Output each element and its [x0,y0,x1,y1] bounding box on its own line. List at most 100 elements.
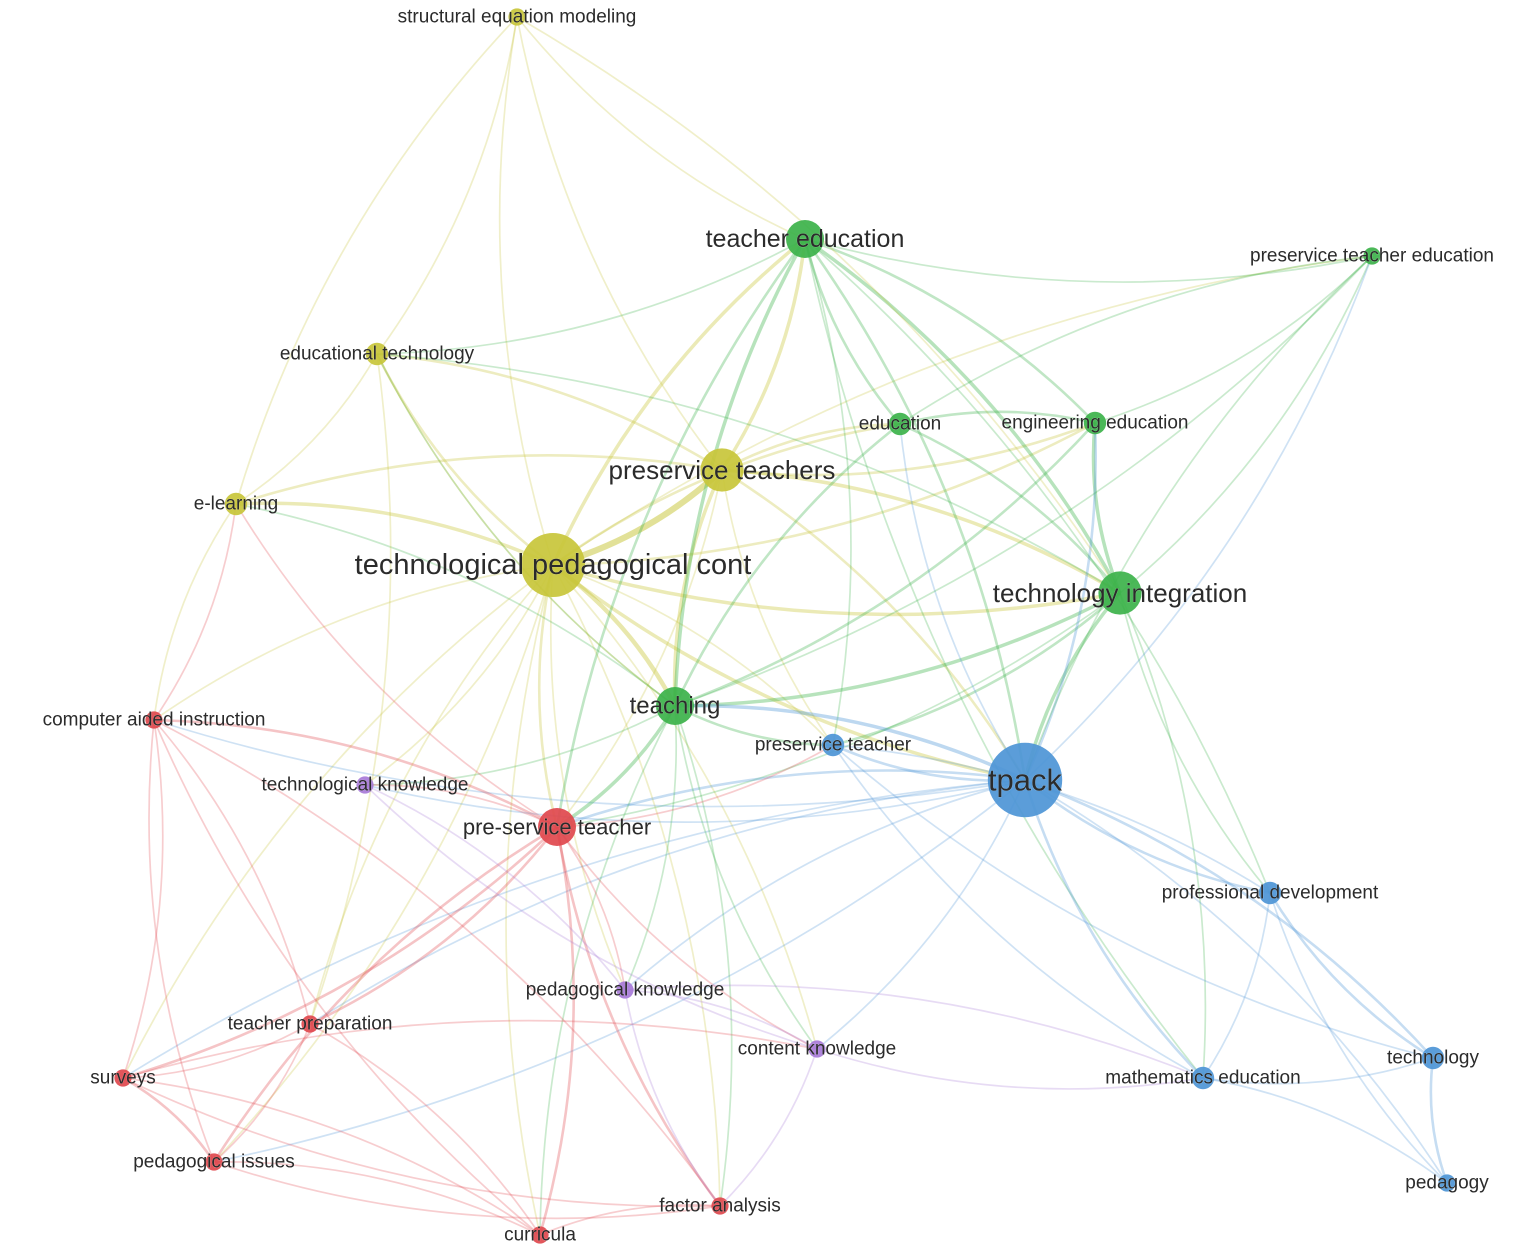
edge-te-tpack [803,238,1027,781]
node-surv[interactable] [114,1069,132,1087]
node-label-sem: structural equation modeling [398,7,637,28]
node-pi[interactable] [205,1153,223,1171]
edge-pd-tech [1268,892,1434,1060]
edge-tpack-tprep [309,779,1026,1025]
node-tk[interactable] [356,776,374,794]
edge-tpack-tk [364,779,1026,823]
node-el[interactable] [224,492,248,516]
node-label-tpc: technological pedagogical cont [355,549,752,581]
node-prest[interactable] [538,808,576,846]
edge-ck-me [816,1048,1204,1090]
edge-pd-me [1202,892,1271,1079]
edge-ti-pte [1119,255,1373,594]
edge-tpc-ck [552,564,818,1050]
edge-tpack-pi [213,779,1026,1163]
edge-edtech-el [235,353,378,505]
edge-tech-me [1202,1057,1434,1085]
edge-tpack-tech [1024,778,1434,1059]
edge-pst-el [235,454,723,506]
edge-tpc-eng [552,421,1096,567]
node-curr[interactable] [531,1226,549,1244]
node-label-teach: teaching [630,693,721,720]
node-pte[interactable] [1363,247,1381,265]
edge-tk-pk [364,784,626,991]
edge-pst-pt [721,469,834,746]
edge-pt-tech [832,744,1434,1059]
node-label-eng: engineering education [1002,413,1189,434]
edge-cai-el [153,503,237,721]
edge-tpc-pk [549,564,626,991]
edge-pt-pd [832,744,1271,894]
edge-pst-eng [721,421,1096,477]
edge-teach-pk [624,705,678,991]
edge-pst-te [720,238,807,471]
node-label-pst: preservice teachers [609,455,836,485]
node-teach[interactable] [656,687,694,725]
node-label-curr: curricula [504,1225,576,1246]
edge-surv-ck [122,1019,818,1079]
edge-te-prest [555,238,807,828]
node-tprep[interactable] [301,1015,319,1033]
node-te[interactable] [786,220,824,258]
edge-teach-tk [364,705,676,786]
edge-tpc-curr [505,564,554,1236]
node-label-ck: content knowledge [738,1039,896,1060]
node-label-pte: preservice teacher education [1250,246,1494,267]
edge-prest-tk [364,784,558,828]
node-pd[interactable] [1258,881,1282,905]
node-label-tprep: teacher preparation [228,1014,393,1035]
node-pst[interactable] [700,448,744,492]
node-label-ti: technology integration [993,578,1247,608]
edge-cai-pi [148,719,215,1163]
edge-cai-curr [153,719,541,1236]
edge-tpack-me [1023,779,1204,1079]
node-tpack[interactable] [987,742,1063,818]
edge-pt-me [832,744,1204,1079]
edge-pst-edu [721,422,901,472]
node-label-te: teacher education [706,225,905,253]
node-label-tk: technological knowledge [261,775,468,796]
edge-prest-pi [212,825,558,1163]
edge-tpack-cai [153,719,1026,808]
node-pt[interactable] [821,733,845,757]
node-label-edu: education [859,414,941,435]
label-layer: structural equation modeling teacher educ… [42,6,1494,1246]
node-label-pi: pedagogical issues [133,1152,295,1173]
node-sem[interactable] [508,8,526,26]
edge-tpc-tpack [551,563,1026,782]
edge-edu-pte [899,255,1373,425]
edge-tpc-edtech [375,353,554,567]
node-pk[interactable] [616,981,634,999]
node-cai[interactable] [145,711,163,729]
edge-pd-peda [1269,892,1448,1184]
edge-prest-pk [556,826,626,991]
edge-sem-ti [516,16,1121,594]
node-ti[interactable] [1098,571,1142,615]
node-eng[interactable] [1083,411,1107,435]
node-ck[interactable] [808,1040,826,1058]
node-tech[interactable] [1421,1046,1445,1070]
node-edtech[interactable] [365,342,389,366]
edge-cai-surv [122,719,164,1079]
edge-tpack-surv [122,779,1026,1079]
node-me[interactable] [1191,1066,1215,1090]
node-peda[interactable] [1438,1174,1456,1192]
edge-te-pd [804,238,1271,894]
node-edu[interactable] [888,412,912,436]
edge-pst-prest [556,469,723,828]
edge-pi-curr [213,1161,541,1236]
edge-edtech-teach [376,353,676,707]
edge-ti-pd [1119,592,1271,894]
edge-ti-edtech [376,353,1121,594]
edge-te-edu [803,238,901,425]
node-tpc[interactable] [521,533,585,597]
edge-tpack-ck [816,779,1026,1050]
node-layer [114,8,1456,1244]
edge-pk-me [624,984,1204,1079]
edge-curr-tprep [309,1023,541,1236]
edge-layer [122,16,1449,1236]
edge-pst-sem [516,16,723,471]
edge-teach-el [235,503,676,707]
node-fa[interactable] [711,1197,729,1215]
edge-tpc-ti [552,563,1121,617]
